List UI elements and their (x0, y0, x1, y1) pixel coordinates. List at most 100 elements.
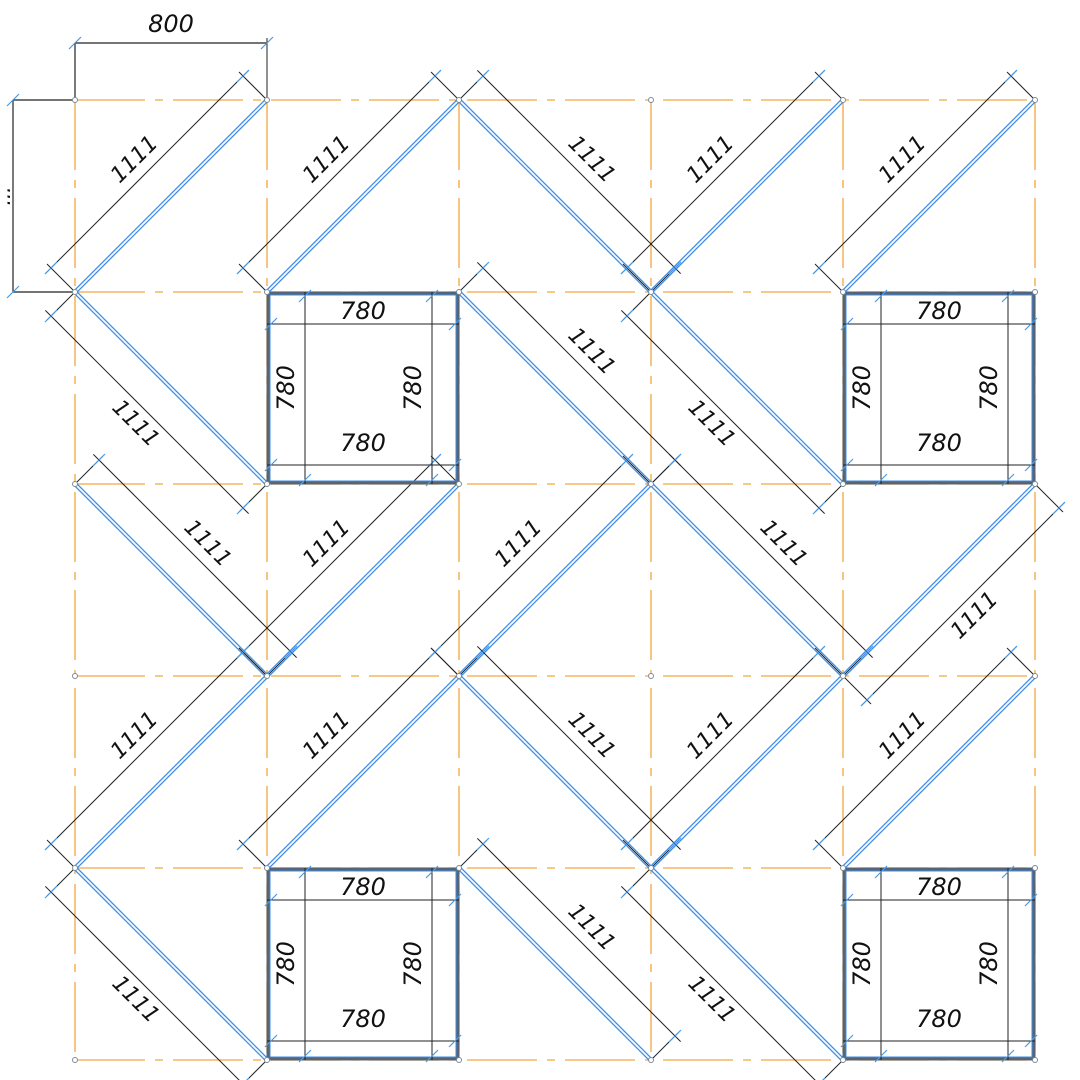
box-bottom-dimension-label: 780 (340, 1005, 386, 1033)
member-length-label: 1111 (682, 131, 739, 188)
extension-line (430, 647, 460, 677)
dimension-tick (44, 885, 58, 899)
dimension-tick (264, 458, 278, 472)
extension-line (238, 71, 268, 101)
diagonal-member: 1111 (457, 69, 682, 294)
member-edge (649, 292, 843, 486)
extension-line (814, 647, 844, 677)
member-edge (457, 868, 651, 1062)
member-length-label: 1111 (563, 323, 620, 380)
diagonal-member: 1111 (457, 645, 682, 870)
diagonal-member: 1111 (428, 453, 653, 678)
dimension-tick (425, 1049, 439, 1063)
grid-node (648, 1057, 654, 1063)
grid-node (456, 865, 462, 871)
box-inner-edge (845, 870, 1033, 1058)
dimension-line (812, 645, 1018, 851)
dimension-line (44, 309, 250, 515)
member-edge (73, 292, 267, 486)
dimension-tick (425, 289, 439, 303)
dimension-line (620, 309, 826, 515)
dimension-tick (476, 837, 490, 851)
grid-node (840, 97, 846, 103)
member-length-label: 1111 (755, 515, 812, 572)
dimension-line (620, 885, 816, 1080)
member-edge (73, 98, 267, 292)
dimension-tick (236, 837, 250, 851)
dimension-tick (1024, 1034, 1038, 1048)
grid-node (456, 673, 462, 679)
dimension-tick (874, 473, 888, 487)
extension-line (822, 1059, 844, 1080)
dimension-tick (840, 1034, 854, 1048)
dimension-tick (264, 1034, 278, 1048)
dimension-tick (236, 501, 250, 515)
member-edge (841, 674, 1035, 868)
member-edge (651, 866, 845, 1060)
dimension-tick (448, 1034, 462, 1048)
dimension-tick (1001, 289, 1015, 303)
box-left-dimension-label: 780 (848, 365, 876, 411)
extension-line (842, 675, 872, 705)
grid-node (648, 289, 654, 295)
grid-node (840, 673, 846, 679)
member-edge (267, 676, 461, 870)
member-edge (843, 676, 1037, 870)
dimension-line (476, 837, 682, 1043)
member-length-label: 1111 (563, 899, 620, 956)
member-edge (841, 482, 1035, 676)
member-edge (265, 98, 459, 292)
member-length-label: 1111 (490, 515, 547, 572)
dimension-line (92, 453, 298, 659)
dimension-tick (812, 645, 826, 659)
grid-node (72, 673, 78, 679)
member-edge (459, 484, 653, 678)
member-edge (265, 674, 459, 868)
member-length-label: 1111 (179, 515, 236, 572)
box-right-dimension-label: 780 (399, 941, 427, 987)
width-dimension-label: 800 (148, 10, 194, 38)
extension-line (246, 1059, 268, 1080)
dimension-line (476, 645, 682, 851)
dimension-tick (425, 865, 439, 879)
member-length-label: 1111 (106, 131, 163, 188)
dimension-line (668, 453, 874, 659)
dimension-tick (44, 837, 58, 851)
box-top-dimension-label: 780 (916, 873, 962, 901)
member-edge (73, 484, 267, 678)
grid-nodes (72, 97, 1038, 1063)
dimension-line (44, 885, 240, 1080)
extension-line (238, 839, 268, 869)
member-edge (75, 100, 269, 294)
dimension-line (476, 69, 682, 275)
dimension-tick (1024, 458, 1038, 472)
member-length-label: 1111 (683, 971, 740, 1028)
grid-node (648, 481, 654, 487)
member-length-label: 1111 (298, 515, 355, 572)
box-left-dimension-label: 780 (272, 365, 300, 411)
member-edge (843, 100, 1037, 294)
dimension-line (620, 69, 826, 275)
member-edge (75, 482, 269, 676)
dimension-line (812, 69, 1018, 275)
member-edge (75, 676, 269, 870)
member-edge (457, 676, 651, 870)
box-top-dimension-label: 780 (340, 297, 386, 325)
member-length-label: 1111 (682, 707, 739, 764)
grid-node (1032, 289, 1038, 295)
grid-node (1032, 865, 1038, 871)
dimension-tick (264, 893, 278, 907)
grid-node (72, 289, 78, 295)
member-length-label: 1111 (106, 707, 163, 764)
grid-node (456, 97, 462, 103)
diagonal-member: 1111 (236, 69, 461, 294)
dimension-tick (668, 1029, 682, 1043)
extension-line (1006, 71, 1036, 101)
box-right-dimension-label: 780 (399, 365, 427, 411)
box-outline (266, 291, 460, 485)
dimension-tick (1052, 501, 1066, 515)
dimension-tick (476, 645, 490, 659)
member-length-label: 1111 (563, 131, 620, 188)
